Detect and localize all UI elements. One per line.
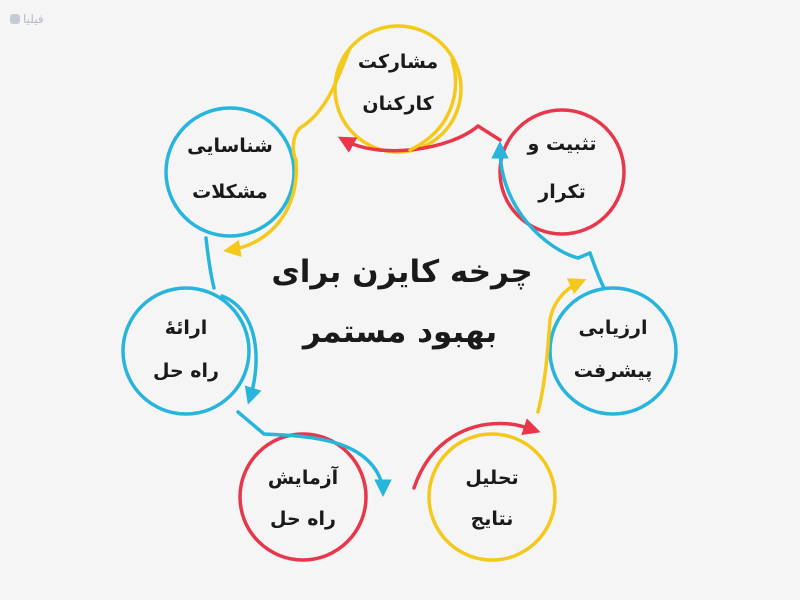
node-analyze: تحلیل نتایج xyxy=(427,432,557,562)
connector-identify-to-present xyxy=(204,236,216,290)
node-participation: مشارکت کارکنان xyxy=(333,24,463,154)
node-participation-line1: مشارکت xyxy=(358,51,438,73)
node-standardize-line1: تثبیت و xyxy=(527,133,597,155)
connector-standardize-to-participation xyxy=(344,124,502,151)
node-evaluate: ارزیابی پیشرفت xyxy=(548,286,678,416)
node-identify-line2: مشکلات xyxy=(192,181,268,203)
node-participation-line2: کارکنان xyxy=(362,93,434,115)
node-evaluate-line1: ارزیابی xyxy=(578,317,647,339)
node-test-line1: آزمایش xyxy=(268,465,339,489)
node-analyze-line1: تحلیل xyxy=(465,467,518,489)
node-standardize: تثبیت و تکرار xyxy=(498,108,626,236)
node-identify-line1: شناسایی xyxy=(187,135,273,157)
node-identify: شناسایی مشکلات xyxy=(164,106,296,238)
node-present-line1: ارائهٔ xyxy=(165,317,208,339)
node-participation-ring xyxy=(333,24,463,154)
node-standardize-ring xyxy=(498,108,626,236)
center-title-line1: چرخه کایزن برای xyxy=(271,254,532,290)
connector-yellow-to-present xyxy=(223,158,299,258)
connector-analyze-to-evaluate xyxy=(536,278,587,414)
node-test-ring xyxy=(238,432,368,562)
connector-present-to-test xyxy=(236,410,392,497)
node-identify-ring xyxy=(164,106,296,238)
node-analyze-line2: نتایج xyxy=(471,508,514,530)
connector-evaluate-to-standardize xyxy=(491,141,592,260)
node-present-line2: راه حل xyxy=(153,360,219,382)
connector-evaluate-stem xyxy=(588,251,606,290)
node-test: آزمایش راه حل xyxy=(238,432,368,562)
node-test-line2: راه حل xyxy=(270,508,336,530)
brand-logo: فیلیا xyxy=(10,12,44,26)
present-arc xyxy=(220,294,262,405)
logo-icon xyxy=(10,14,20,24)
connector-test-to-analyze xyxy=(412,418,541,490)
participation-arc xyxy=(408,58,458,152)
logo-text: فیلیا xyxy=(23,12,44,26)
node-evaluate-line2: پیشرفت xyxy=(574,360,653,382)
node-evaluate-ring xyxy=(548,286,678,416)
connector-participation-to-identify xyxy=(291,46,352,162)
node-standardize-line2: تکرار xyxy=(537,181,585,203)
node-analyze-ring xyxy=(427,432,557,562)
node-present: ارائهٔ راه حل xyxy=(121,286,251,416)
center-title-line2: بهبود مستمر xyxy=(301,314,497,350)
node-present-ring xyxy=(121,286,251,416)
